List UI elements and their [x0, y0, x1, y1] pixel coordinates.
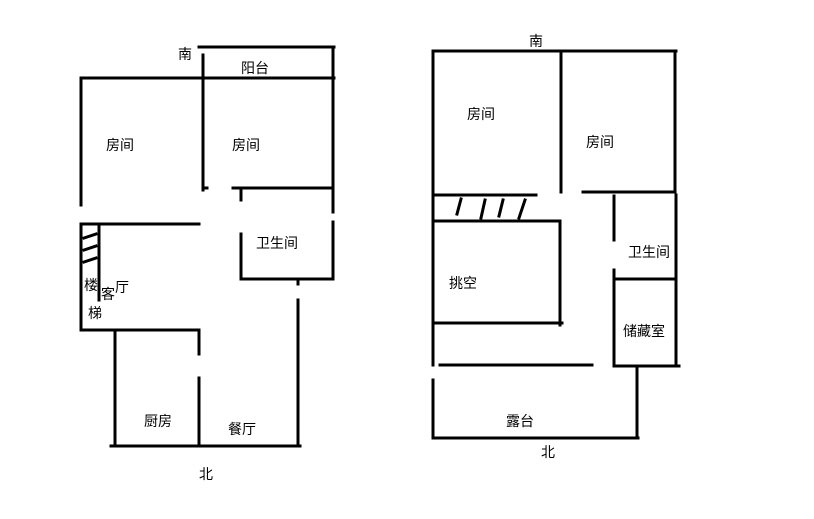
floor2-terrace-label: 露台 [506, 414, 534, 430]
floor2-south-label: 南 [529, 34, 543, 50]
floor2-north-label: 北 [541, 445, 555, 461]
floor1-stair-tread [82, 232, 98, 240]
floor1-stair-tread [82, 244, 98, 252]
floor1-south-label: 南 [178, 47, 192, 63]
floor1-room-left-label: 房间 [106, 138, 134, 154]
floor1-room-right-label: 房间 [232, 138, 260, 154]
floor1-plan: 南 阳台 房间 房间 卫生间 楼 梯 客 厅 厨房 餐厅 北 [79, 45, 336, 483]
floor1-stair-tread [82, 256, 98, 264]
floor1-dining-label: 餐厅 [228, 422, 256, 438]
floor2-stair-tread [479, 198, 487, 220]
floor1-living-room-label: 客 [101, 286, 115, 303]
floor2-bathroom-label: 卫生间 [628, 245, 670, 261]
floor2-stair-tread [497, 198, 505, 218]
floor2-stair-tread [517, 198, 527, 220]
floor1-stairs-label: 梯 [88, 306, 102, 322]
floor2-plan: 南 房间 房间 挑空 卫生间 储藏室 露台 北 [431, 34, 681, 461]
floor1-bathroom-label: 卫生间 [256, 236, 298, 252]
floor1-living-room-label: 厅 [115, 280, 129, 296]
floor1-stairs-label: 楼 [84, 278, 98, 294]
floor2-room-right-label: 房间 [586, 135, 614, 151]
floor2-stair-tread [455, 197, 463, 216]
floor2-room-left-label: 房间 [467, 107, 495, 123]
floor1-kitchen-label: 厨房 [144, 414, 172, 430]
floor2-storage-label: 储藏室 [623, 323, 665, 340]
floor1-balcony-label: 阳台 [241, 61, 269, 77]
floor1-north-label: 北 [199, 467, 213, 483]
floor2-void-label: 挑空 [449, 276, 477, 292]
